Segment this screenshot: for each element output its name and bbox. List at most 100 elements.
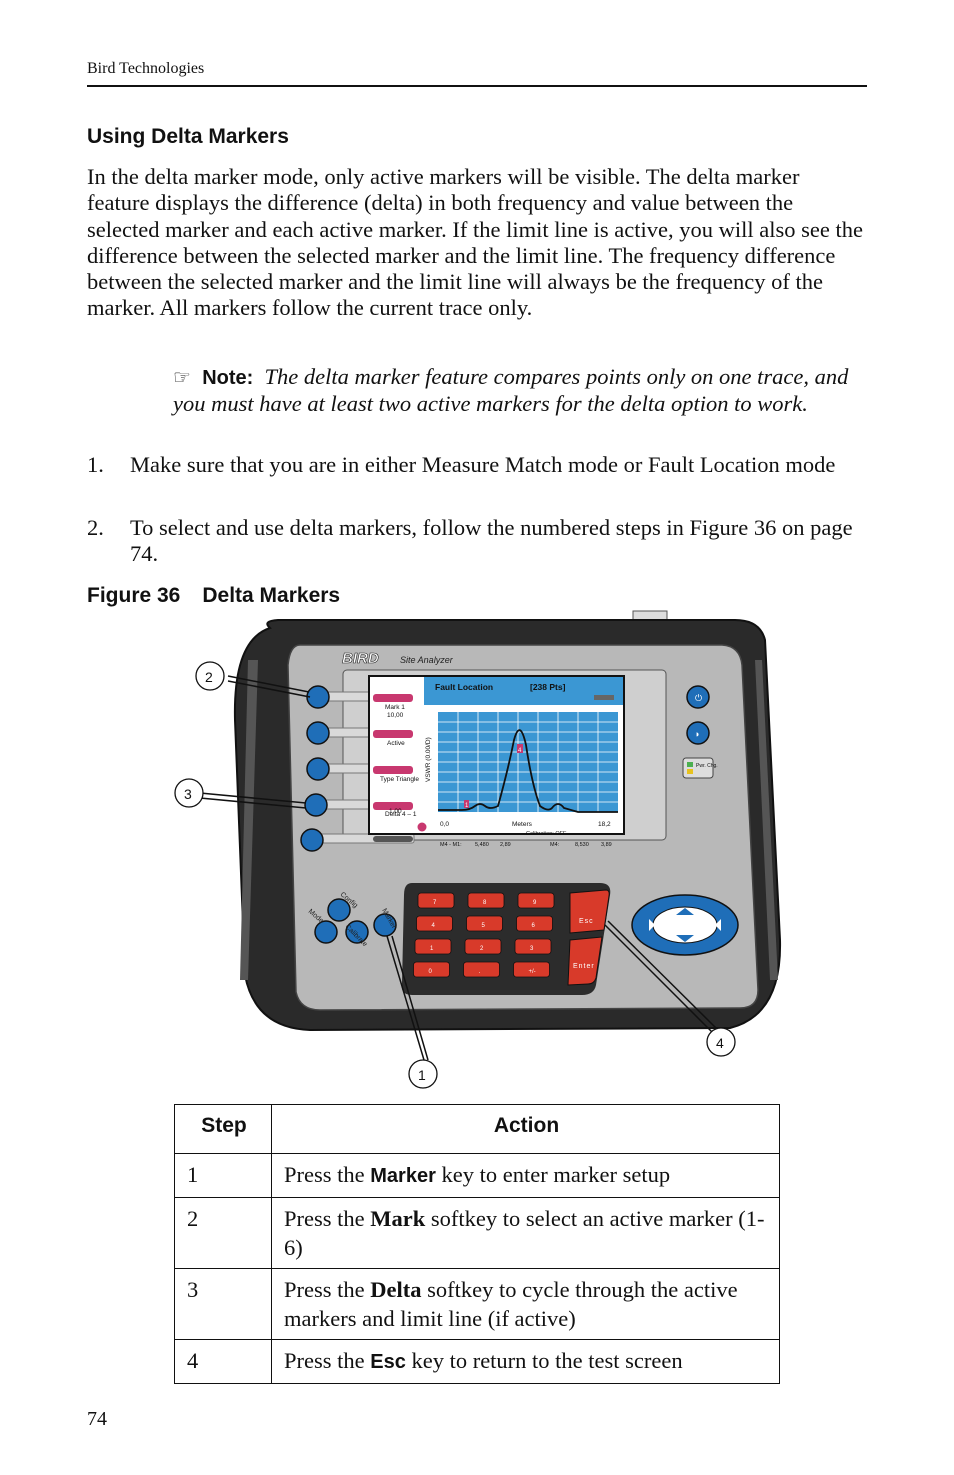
readout-left-v2: 2,89 — [500, 842, 511, 848]
calibrate-key[interactable] — [345, 920, 369, 944]
readout-right-v1: 8,530 — [575, 842, 589, 848]
callout-4: 4 — [716, 1035, 724, 1051]
enter-key[interactable] — [567, 936, 603, 986]
x-axis-label: Meters — [512, 821, 533, 828]
figure-number: Figure 36 — [87, 584, 181, 607]
y-axis-label: VSWR (0.00/D) — [425, 737, 432, 782]
callout-2: 2 — [205, 669, 213, 685]
intro-paragraph: In the delta marker mode, only active ma… — [87, 164, 863, 321]
list-number: 1. — [87, 452, 104, 477]
softkey-button-active[interactable] — [306, 721, 330, 745]
softkey-label-active: Active — [387, 740, 405, 747]
action-key: Mark — [370, 1206, 426, 1231]
keypad-key[interactable] — [517, 892, 555, 909]
keypad-key[interactable] — [413, 961, 450, 978]
keypad-key[interactable] — [466, 915, 503, 932]
readout-left-label: M4 - M1: — [440, 842, 462, 848]
keypad-key[interactable] — [467, 892, 505, 909]
note-text: The delta marker feature compares points… — [173, 364, 849, 417]
arrow-up-icon[interactable] — [676, 908, 694, 915]
keypad-key[interactable] — [417, 892, 455, 909]
esc-key[interactable] — [569, 889, 610, 934]
callout-1: 1 — [418, 1067, 426, 1083]
list-text: To select and use delta markers, follow … — [130, 515, 853, 567]
arrow-down-icon[interactable] — [676, 935, 694, 942]
keypad-key-label: 0 — [429, 969, 433, 975]
softkey-button-5[interactable] — [300, 828, 324, 852]
softkey-label-type: Type Triangle — [380, 776, 419, 783]
action-cell: Press the Esc key to return to the test … — [271, 1339, 780, 1384]
power-button[interactable] — [686, 685, 710, 709]
table-header-row: Step Action — [174, 1104, 780, 1154]
readout-left-v1: 5,480 — [475, 842, 489, 848]
power-icon: ⏻ — [695, 693, 702, 703]
y-axis-top: 10,00 — [387, 712, 404, 719]
action-text: key to enter marker setup — [435, 1162, 671, 1187]
config-key[interactable] — [327, 898, 351, 922]
model-name: Site Analyzer — [400, 655, 454, 665]
marker-key[interactable] — [373, 913, 397, 937]
keypad-key-label: 3 — [530, 946, 534, 952]
keypad-key-label: 2 — [480, 946, 484, 952]
keypad-key[interactable] — [416, 915, 453, 932]
keypad-key[interactable] — [463, 961, 500, 978]
figure-caption: Figure 36 Delta Markers — [87, 584, 340, 608]
mode-key[interactable] — [314, 920, 338, 944]
keypad-key[interactable] — [514, 938, 552, 955]
arrow-left-icon[interactable] — [649, 919, 655, 931]
figure-title: Delta Markers — [202, 584, 341, 607]
softkey-button-mark[interactable] — [306, 685, 330, 709]
column-header-action: Action — [271, 1104, 780, 1154]
contrast-button[interactable] — [686, 721, 710, 745]
action-text: key to return to the test screen — [405, 1348, 683, 1373]
table-row: 2 Press the Mark softkey to select an ac… — [174, 1197, 780, 1269]
page-number: 74 — [87, 1408, 107, 1430]
x-axis-left: 0,0 — [440, 821, 449, 828]
softkey-button-delta[interactable] — [304, 793, 328, 817]
header-rule — [87, 85, 867, 87]
power-charge-label: Pwr. Chg. — [696, 763, 718, 769]
column-header-step: Step — [174, 1104, 272, 1154]
table-row: 3 Press the Delta softkey to cycle throu… — [174, 1268, 780, 1340]
step-cell: 4 — [174, 1339, 272, 1384]
keypad-key-label: +/- — [529, 969, 536, 975]
keypad-key[interactable] — [464, 938, 502, 955]
step-cell: 1 — [174, 1153, 272, 1198]
keypad-key-label: 1 — [430, 946, 434, 952]
softkey-button-type[interactable] — [306, 757, 330, 781]
x-axis-right: 18,2 — [598, 821, 611, 828]
arrow-right-icon[interactable] — [715, 919, 721, 931]
action-text: softkey to cycle through the active mark… — [284, 1277, 738, 1331]
enter-key-label: Enter — [573, 963, 595, 970]
keypad-key-label: 8 — [483, 900, 487, 906]
readout-right-v2: 3,89 — [601, 842, 612, 848]
esc-key-label: Esc — [579, 918, 594, 925]
keypad-key[interactable] — [513, 961, 550, 978]
keypad-key-label: 5 — [482, 923, 486, 929]
pointing-hand-icon: ☞ — [173, 367, 191, 389]
y-axis-bottom: 1,00 — [389, 808, 402, 815]
action-key: Esc — [370, 1351, 406, 1373]
keypad-key-label: 4 — [432, 923, 436, 929]
note-label: Note: — [202, 367, 254, 389]
action-text: Press the — [284, 1348, 371, 1373]
action-cell: Press the Marker key to enter marker set… — [271, 1153, 780, 1198]
keypad-key-label: 9 — [533, 900, 537, 906]
step-cell: 3 — [174, 1268, 272, 1340]
keypad-key[interactable] — [516, 915, 553, 932]
action-text: Press the — [284, 1277, 371, 1302]
action-text: Press the — [284, 1162, 371, 1187]
action-cell: Press the Delta softkey to cycle through… — [271, 1268, 780, 1340]
table-row: 1 Press the Marker key to enter marker s… — [174, 1153, 780, 1198]
action-key: Delta — [370, 1277, 422, 1302]
keypad-key-label: 7 — [433, 900, 437, 906]
keypad-key[interactable] — [414, 938, 452, 955]
softkey-label-mark: Mark 1 — [385, 704, 405, 711]
section-title: Using Delta Markers — [87, 125, 289, 148]
action-cell: Press the Mark softkey to select an acti… — [271, 1197, 780, 1269]
marker-flag-4: 4 — [518, 748, 522, 754]
running-header: Bird Technologies — [87, 60, 205, 77]
steps-table: Step Action 1 Press the Marker key to en… — [174, 1104, 780, 1384]
calibration-status: Calibration: OFF — [526, 831, 567, 837]
action-text: softkey to select an active marker (1-6) — [284, 1206, 765, 1260]
